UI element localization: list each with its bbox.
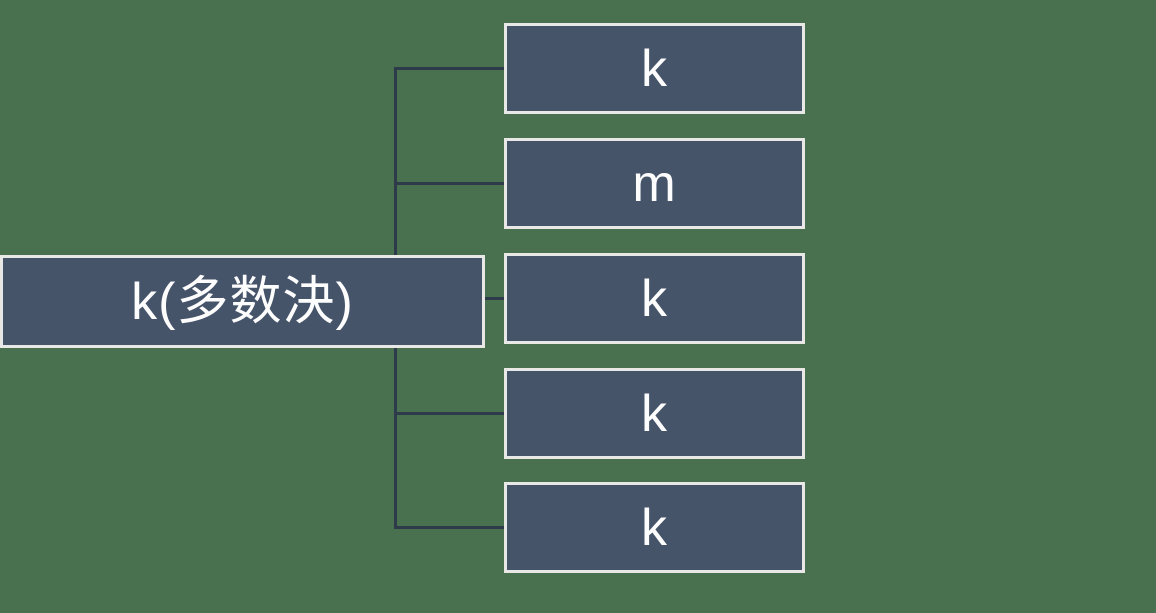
child-node-label: k — [641, 498, 668, 557]
child-node-label: k — [641, 384, 668, 443]
root-node: k(多数決) — [0, 255, 485, 348]
child-node: k — [504, 23, 805, 114]
child-node: k — [504, 482, 805, 573]
child-node-label: k — [641, 269, 668, 328]
child-node: k — [504, 253, 805, 344]
child-node: m — [504, 138, 805, 229]
child-node-label: k — [641, 39, 668, 98]
child-node: k — [504, 368, 805, 459]
child-node-label: m — [632, 154, 677, 213]
root-node-label: k(多数決) — [131, 272, 354, 331]
